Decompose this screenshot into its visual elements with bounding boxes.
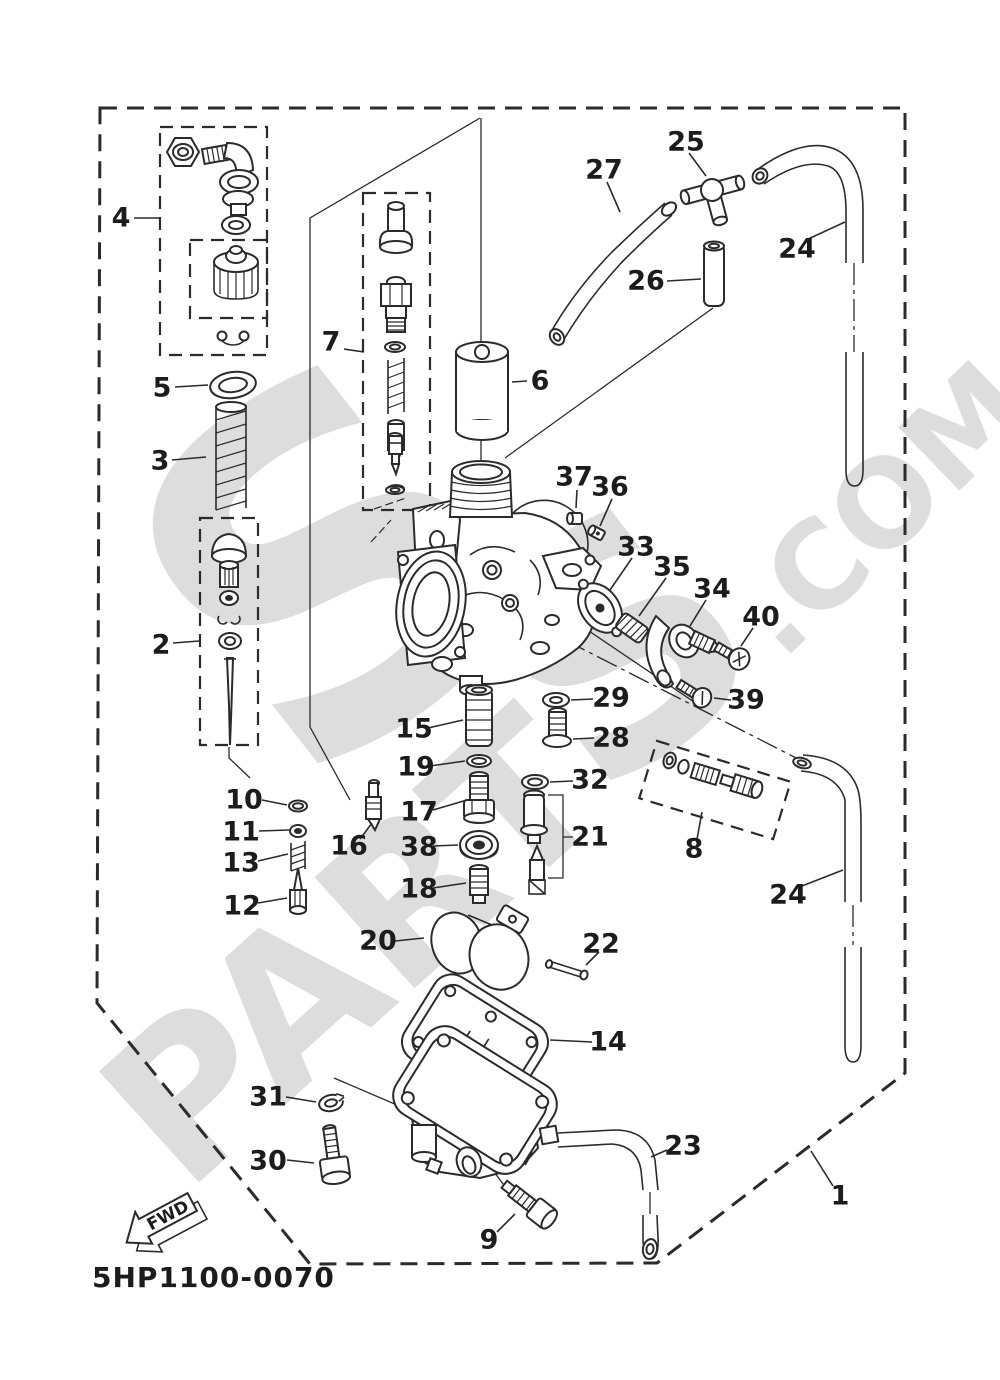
callout-10: 10 xyxy=(225,784,263,816)
part-35-spring xyxy=(614,612,649,644)
part-26-pipe xyxy=(703,240,725,307)
part-37-plug xyxy=(566,512,583,525)
callout-11: 11 xyxy=(222,816,260,848)
callout-26: 26 xyxy=(627,265,665,297)
part-30-screw xyxy=(318,1124,352,1186)
part-24-hose-top xyxy=(751,144,864,487)
callout-30: 30 xyxy=(249,1145,287,1177)
part-15-nozzle xyxy=(465,684,493,747)
part-4-fitting-group xyxy=(165,137,259,346)
part-40-screw xyxy=(712,641,751,671)
callout-4: 4 xyxy=(111,202,131,234)
callout-36: 36 xyxy=(591,471,629,503)
callout-20: 20 xyxy=(359,925,397,957)
callout-25: 25 xyxy=(667,126,705,158)
part-6-throttle-valve xyxy=(455,341,509,441)
part-27-hose xyxy=(548,201,678,346)
callout-31: 31 xyxy=(249,1081,287,1113)
callout-8: 8 xyxy=(684,833,704,865)
part-8-pilot-screw-set xyxy=(662,751,764,800)
part-23-hose xyxy=(557,1129,659,1260)
part-2-needle-set xyxy=(210,532,248,746)
part-25-t-joint xyxy=(679,174,746,227)
carburetor-body xyxy=(395,460,606,696)
part-24-hose-right xyxy=(792,754,862,1063)
callout-1: 1 xyxy=(830,1180,850,1212)
part-36-plug xyxy=(587,524,606,541)
diagram-code: 5HP1100-0070 xyxy=(92,1261,335,1294)
part-9-drain-screw xyxy=(500,1179,559,1230)
callout-24-right: 24 xyxy=(769,879,807,911)
part-11-nut xyxy=(289,824,307,838)
callout-39: 39 xyxy=(727,684,765,716)
leader-lines xyxy=(134,152,846,1233)
part-bowl xyxy=(392,1025,560,1180)
callout-38: 38 xyxy=(400,831,438,863)
callout-27: 27 xyxy=(585,154,623,186)
callout-21: 21 xyxy=(571,821,609,853)
part-28-bolt xyxy=(542,707,572,748)
callout-2: 2 xyxy=(151,629,171,661)
callout-33: 33 xyxy=(617,531,655,563)
callout-37: 37 xyxy=(555,461,593,493)
diagram-border xyxy=(95,106,907,1266)
part-32-oring xyxy=(521,774,549,790)
part-3-spring xyxy=(215,401,247,511)
callout-14: 14 xyxy=(589,1026,627,1058)
part-18-pilot-jet xyxy=(469,864,489,904)
part-10-oring xyxy=(288,799,308,813)
callout-5: 5 xyxy=(152,372,172,404)
callout-22: 22 xyxy=(582,928,620,960)
part-20-float xyxy=(430,904,530,991)
callout-29: 29 xyxy=(592,682,630,714)
callout-9: 9 xyxy=(479,1224,499,1256)
part-22-pin xyxy=(544,959,589,981)
callout-24-top: 24 xyxy=(778,233,816,265)
group-box-4 xyxy=(158,125,269,357)
callout-23: 23 xyxy=(664,1130,702,1162)
part-13-spring xyxy=(290,841,306,872)
callout-32: 32 xyxy=(571,764,609,796)
callout-19: 19 xyxy=(397,751,435,783)
part-39-screw xyxy=(675,678,713,709)
callout-16: 16 xyxy=(330,830,368,862)
part-inlet-valve xyxy=(385,432,405,495)
callout-6: 6 xyxy=(530,365,550,397)
group-box-4-inner xyxy=(188,238,269,320)
callout-28: 28 xyxy=(592,722,630,754)
part-17-main-jet xyxy=(463,771,495,824)
callout-40: 40 xyxy=(742,601,780,633)
part-38-washer xyxy=(459,830,499,860)
part-31-lock-washer xyxy=(318,1090,347,1113)
callout-3: 3 xyxy=(150,445,170,477)
part-33-cover xyxy=(577,578,623,638)
callout-34: 34 xyxy=(693,573,731,605)
part-29-washer xyxy=(542,692,570,708)
callout-18: 18 xyxy=(400,873,438,905)
part-34-starter-set xyxy=(645,614,723,689)
callout-13: 13 xyxy=(222,847,260,879)
group-box-8 xyxy=(637,739,793,841)
callout-15: 15 xyxy=(395,713,433,745)
callout-17: 17 xyxy=(400,796,438,828)
callout-35: 35 xyxy=(653,551,691,583)
part-21-needle-valve xyxy=(520,789,573,895)
group-box-2 xyxy=(198,516,260,747)
callout-12: 12 xyxy=(223,890,261,922)
callout-7: 7 xyxy=(321,326,341,358)
part-5-gasket xyxy=(209,370,257,400)
part-19-oring xyxy=(466,754,492,768)
part-16-starter-jet xyxy=(365,779,382,833)
part-12-screw xyxy=(289,867,307,915)
